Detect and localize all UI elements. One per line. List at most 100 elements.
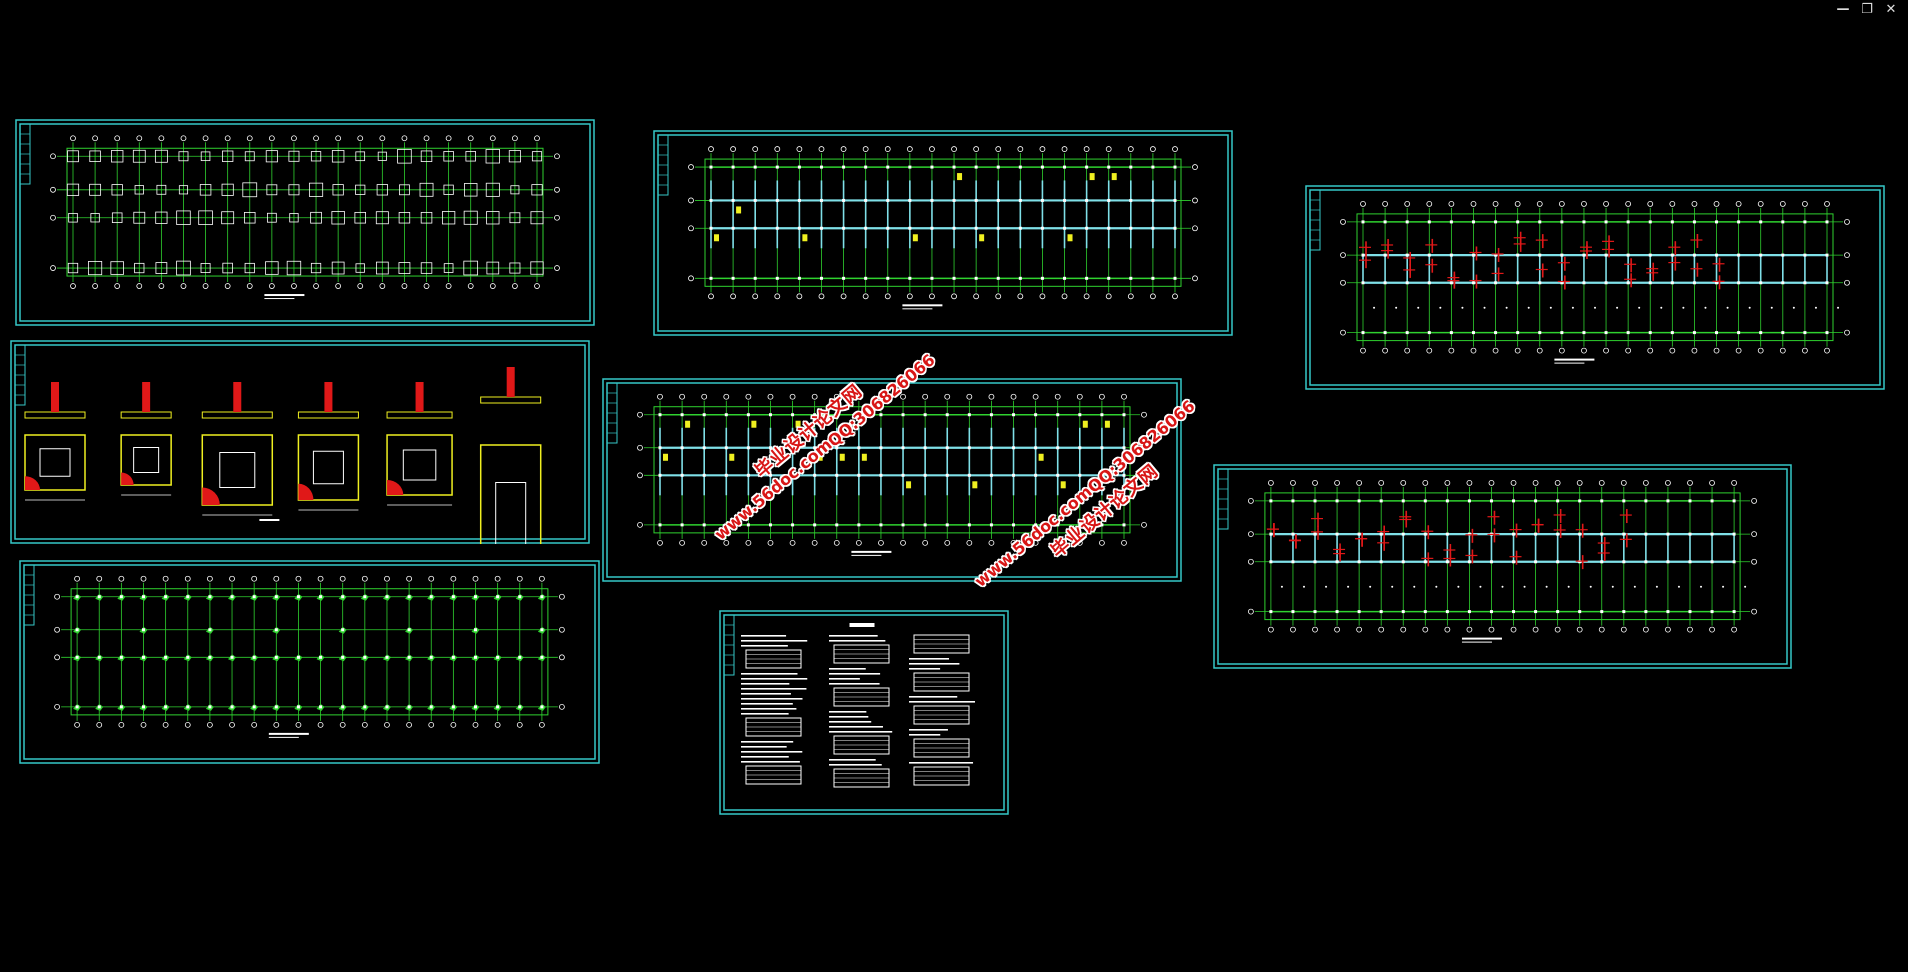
column <box>296 705 300 709</box>
axis-bubble <box>1687 479 1693 486</box>
axis-bubble <box>229 575 235 582</box>
axis-bubble <box>637 411 643 418</box>
axis-bubble <box>1709 626 1715 633</box>
footing <box>420 150 433 162</box>
axis-bubble <box>789 539 796 546</box>
footing-section <box>201 411 273 419</box>
axis-bubble <box>995 146 1002 152</box>
axis-bubble <box>752 146 759 152</box>
column <box>208 628 212 632</box>
column <box>252 595 256 599</box>
column <box>451 595 455 599</box>
column <box>1018 198 1022 202</box>
axis-bubble <box>1735 347 1742 354</box>
column <box>1512 499 1516 503</box>
axis-bubble <box>1444 479 1451 486</box>
column <box>1361 253 1365 257</box>
column <box>974 198 978 202</box>
column-rebar <box>324 382 333 412</box>
drawing-sheet-slab-plan-1[interactable] <box>1305 185 1885 390</box>
column <box>658 523 662 527</box>
column <box>1445 499 1449 503</box>
column <box>753 198 757 202</box>
column <box>1648 253 1652 257</box>
column <box>864 226 868 230</box>
axis-bubble <box>379 283 386 289</box>
axis-bubble <box>313 135 319 142</box>
footing <box>90 213 100 223</box>
column <box>967 473 971 477</box>
cad-drawing <box>19 560 600 764</box>
column <box>1467 610 1471 614</box>
column <box>791 523 795 527</box>
column <box>1648 331 1652 335</box>
column <box>775 226 779 230</box>
column <box>474 705 477 709</box>
drawing-sheet-foundation-details[interactable] <box>10 340 590 544</box>
column <box>1692 220 1696 224</box>
axis-bubble <box>1356 479 1363 486</box>
restore-button[interactable]: ❐ <box>1861 2 1873 17</box>
beam-tag <box>957 173 963 181</box>
axis-bubble <box>1141 444 1147 451</box>
column <box>857 523 861 527</box>
axis-bubble <box>1802 200 1808 207</box>
axis-bubble <box>1172 146 1178 152</box>
axis-bubble <box>1620 626 1627 633</box>
column <box>1688 499 1692 503</box>
slab-mark <box>1682 306 1685 309</box>
close-button[interactable]: ✕ <box>1885 2 1897 17</box>
axis-bubble <box>1083 293 1090 300</box>
column <box>429 655 433 659</box>
axis-bubble <box>1039 293 1046 300</box>
axis-bubble <box>184 575 191 582</box>
axis-bubble <box>878 393 884 400</box>
axis-bubble <box>1248 558 1254 565</box>
axis-bubble <box>1687 626 1693 633</box>
slab-mark <box>1633 585 1636 588</box>
axis-bubble <box>423 135 430 142</box>
axis-bubble <box>70 135 76 142</box>
footing <box>244 151 255 162</box>
axis-bubble <box>1382 200 1388 207</box>
drawing-sheet-beam-plan-2[interactable] <box>602 378 1182 582</box>
column <box>1644 560 1648 564</box>
column <box>1361 331 1365 335</box>
slab-mark <box>1457 585 1460 588</box>
slab-mark <box>1704 306 1707 309</box>
drawing-sheet-beam-plan-1[interactable] <box>653 130 1233 336</box>
column <box>1383 220 1387 224</box>
notes-text-line <box>741 761 800 763</box>
column <box>996 226 1000 230</box>
axis-bubble <box>988 539 995 546</box>
column <box>775 165 779 169</box>
column <box>1078 413 1082 417</box>
drawing-sheet-slab-plan-2[interactable] <box>1213 464 1792 669</box>
column <box>1383 281 1387 285</box>
column <box>1825 331 1829 335</box>
footing <box>420 262 433 274</box>
notes-text-line <box>741 741 794 743</box>
minimize-button[interactable]: — <box>1836 2 1850 17</box>
column <box>1122 413 1126 417</box>
slab-mark <box>1413 585 1416 588</box>
drawing-sheet-design-notes[interactable] <box>719 610 1009 815</box>
beam-tag <box>802 234 808 242</box>
beam-tag <box>1067 234 1073 242</box>
axis-bubble <box>339 721 346 728</box>
axis-bubble <box>1536 347 1543 354</box>
column <box>1405 281 1409 285</box>
beam-tag <box>729 453 735 461</box>
axis-bubble <box>1558 347 1565 354</box>
drawing-sheet-foundation-plan[interactable] <box>15 119 595 326</box>
column <box>1401 499 1405 503</box>
column <box>1489 499 1493 503</box>
column <box>97 705 101 709</box>
column <box>1560 253 1564 257</box>
axis-bubble <box>1514 200 1521 207</box>
axis-bubble <box>1312 479 1318 486</box>
column <box>1604 220 1608 224</box>
column <box>996 198 1000 202</box>
drawing-sheet-column-plan[interactable] <box>19 560 600 764</box>
column <box>945 473 949 477</box>
